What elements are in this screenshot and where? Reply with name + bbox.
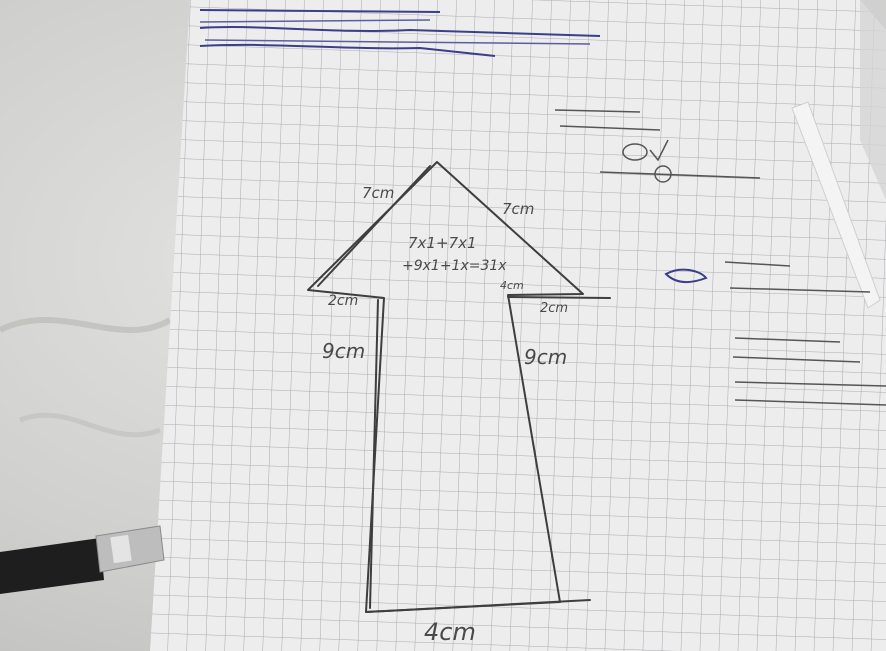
arrow-shaft-inner-left xyxy=(369,299,379,609)
label-right-ledge-tick: 4cm xyxy=(500,279,524,292)
side-calculations xyxy=(554,109,886,406)
label-shaft-left: 9cm xyxy=(322,339,365,363)
label-head-eq1: 7x1+7x1 xyxy=(408,234,477,252)
label-head-eq2: +9x1+1x=31x xyxy=(402,258,507,274)
label-head-right: 7cm xyxy=(502,200,534,218)
page-shadow-right xyxy=(860,0,886,200)
ink-mark xyxy=(664,268,708,284)
pencil xyxy=(0,525,165,594)
arrow-right-ledge xyxy=(507,296,611,299)
notebook-page xyxy=(150,0,886,651)
arrow-drawing xyxy=(307,161,611,613)
label-head-left: 7cm xyxy=(362,184,394,202)
label-left-ledge: 2cm xyxy=(328,293,358,309)
arrow-head-left-double xyxy=(317,165,431,287)
label-base: 4cm xyxy=(424,618,476,646)
pen xyxy=(791,101,881,309)
label-shaft-right: 9cm xyxy=(524,345,567,369)
marble-vein xyxy=(0,317,172,333)
arrow-base xyxy=(365,599,591,613)
label-right-ledge: 2cm xyxy=(540,301,568,316)
header-notes xyxy=(199,9,601,57)
marble-vein xyxy=(19,412,161,438)
